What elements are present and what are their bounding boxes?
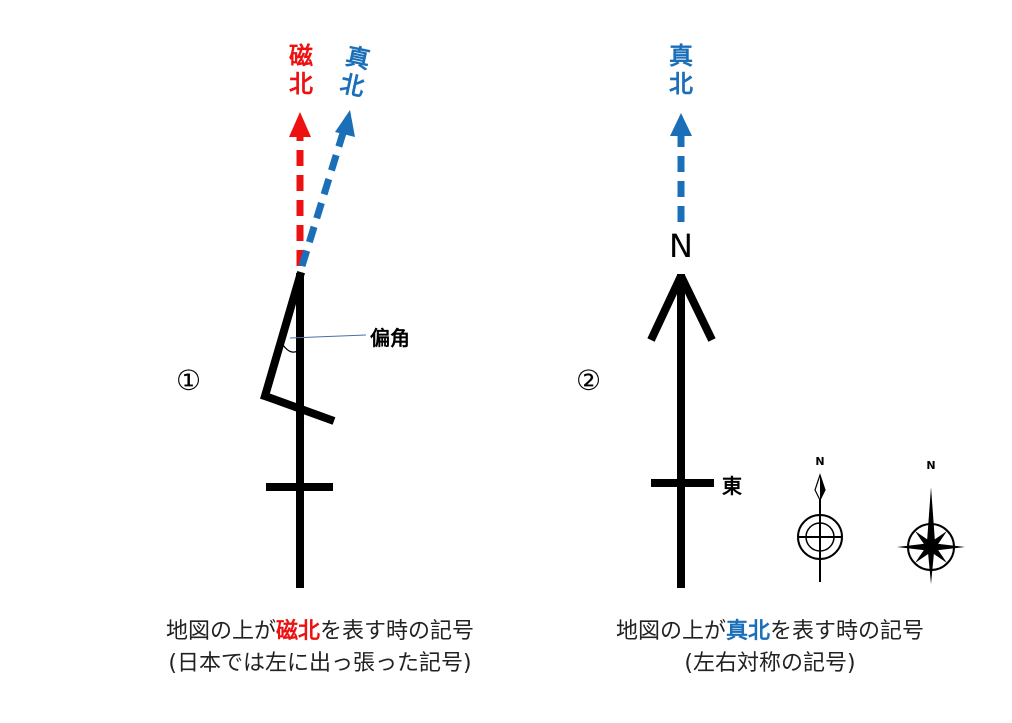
true-north-arrow-2 bbox=[670, 113, 692, 222]
caption-2-highlight: 真北 bbox=[725, 619, 770, 644]
caption-2: 地図の上が真北を表す時の記号 (左右対称の記号) bbox=[560, 616, 980, 680]
true-north-char-2: 北 bbox=[669, 70, 693, 98]
caption-1: 地図の上が磁北を表す時の記号 (日本では左に出っ張った記号) bbox=[110, 616, 530, 680]
caption-1-line-1: 地図の上が磁北を表す時の記号 bbox=[110, 616, 530, 648]
caption-1-highlight: 磁北 bbox=[275, 619, 320, 644]
caption-2-prefix: 地図の上が bbox=[615, 619, 726, 644]
magnetic-north-arrow bbox=[289, 112, 311, 266]
declination-label: 偏角 bbox=[370, 326, 410, 350]
true-north-char-2: 北 bbox=[337, 69, 367, 102]
east-label: 東 bbox=[722, 474, 742, 498]
true-north-char-1: 真 bbox=[669, 42, 693, 70]
diagram-number-1: ① bbox=[176, 364, 202, 397]
caption-2-line-1: 地図の上が真北を表す時の記号 bbox=[560, 616, 980, 648]
caption-1-prefix: 地図の上が bbox=[165, 619, 276, 644]
magnetic-north-char-1: 磁 bbox=[289, 42, 313, 70]
magnetic-north-symbol bbox=[260, 271, 367, 588]
declination-arc bbox=[282, 344, 300, 353]
caption-1-line-2: (日本では左に出っ張った記号) bbox=[168, 651, 472, 676]
compass-rose-icon bbox=[897, 487, 965, 584]
compass-2-n-label: N bbox=[926, 459, 936, 472]
magnetic-north-char-2: 北 bbox=[289, 70, 313, 98]
true-north-label-2: 真 北 bbox=[666, 42, 696, 98]
caption-1-suffix: を表す時の記号 bbox=[320, 619, 475, 644]
caption-2-line-2: (左右対称の記号) bbox=[684, 651, 856, 676]
magnetic-north-label: 磁 北 bbox=[286, 42, 316, 98]
compass-circle-icon bbox=[797, 473, 843, 582]
true-north-symbol bbox=[647, 274, 716, 588]
compass-1-n-label: N bbox=[815, 455, 825, 468]
n-label: N bbox=[669, 227, 693, 265]
true-north-arrow-1 bbox=[298, 110, 355, 268]
caption-2-suffix: を表す時の記号 bbox=[770, 619, 925, 644]
diagram-number-2: ② bbox=[576, 364, 602, 397]
